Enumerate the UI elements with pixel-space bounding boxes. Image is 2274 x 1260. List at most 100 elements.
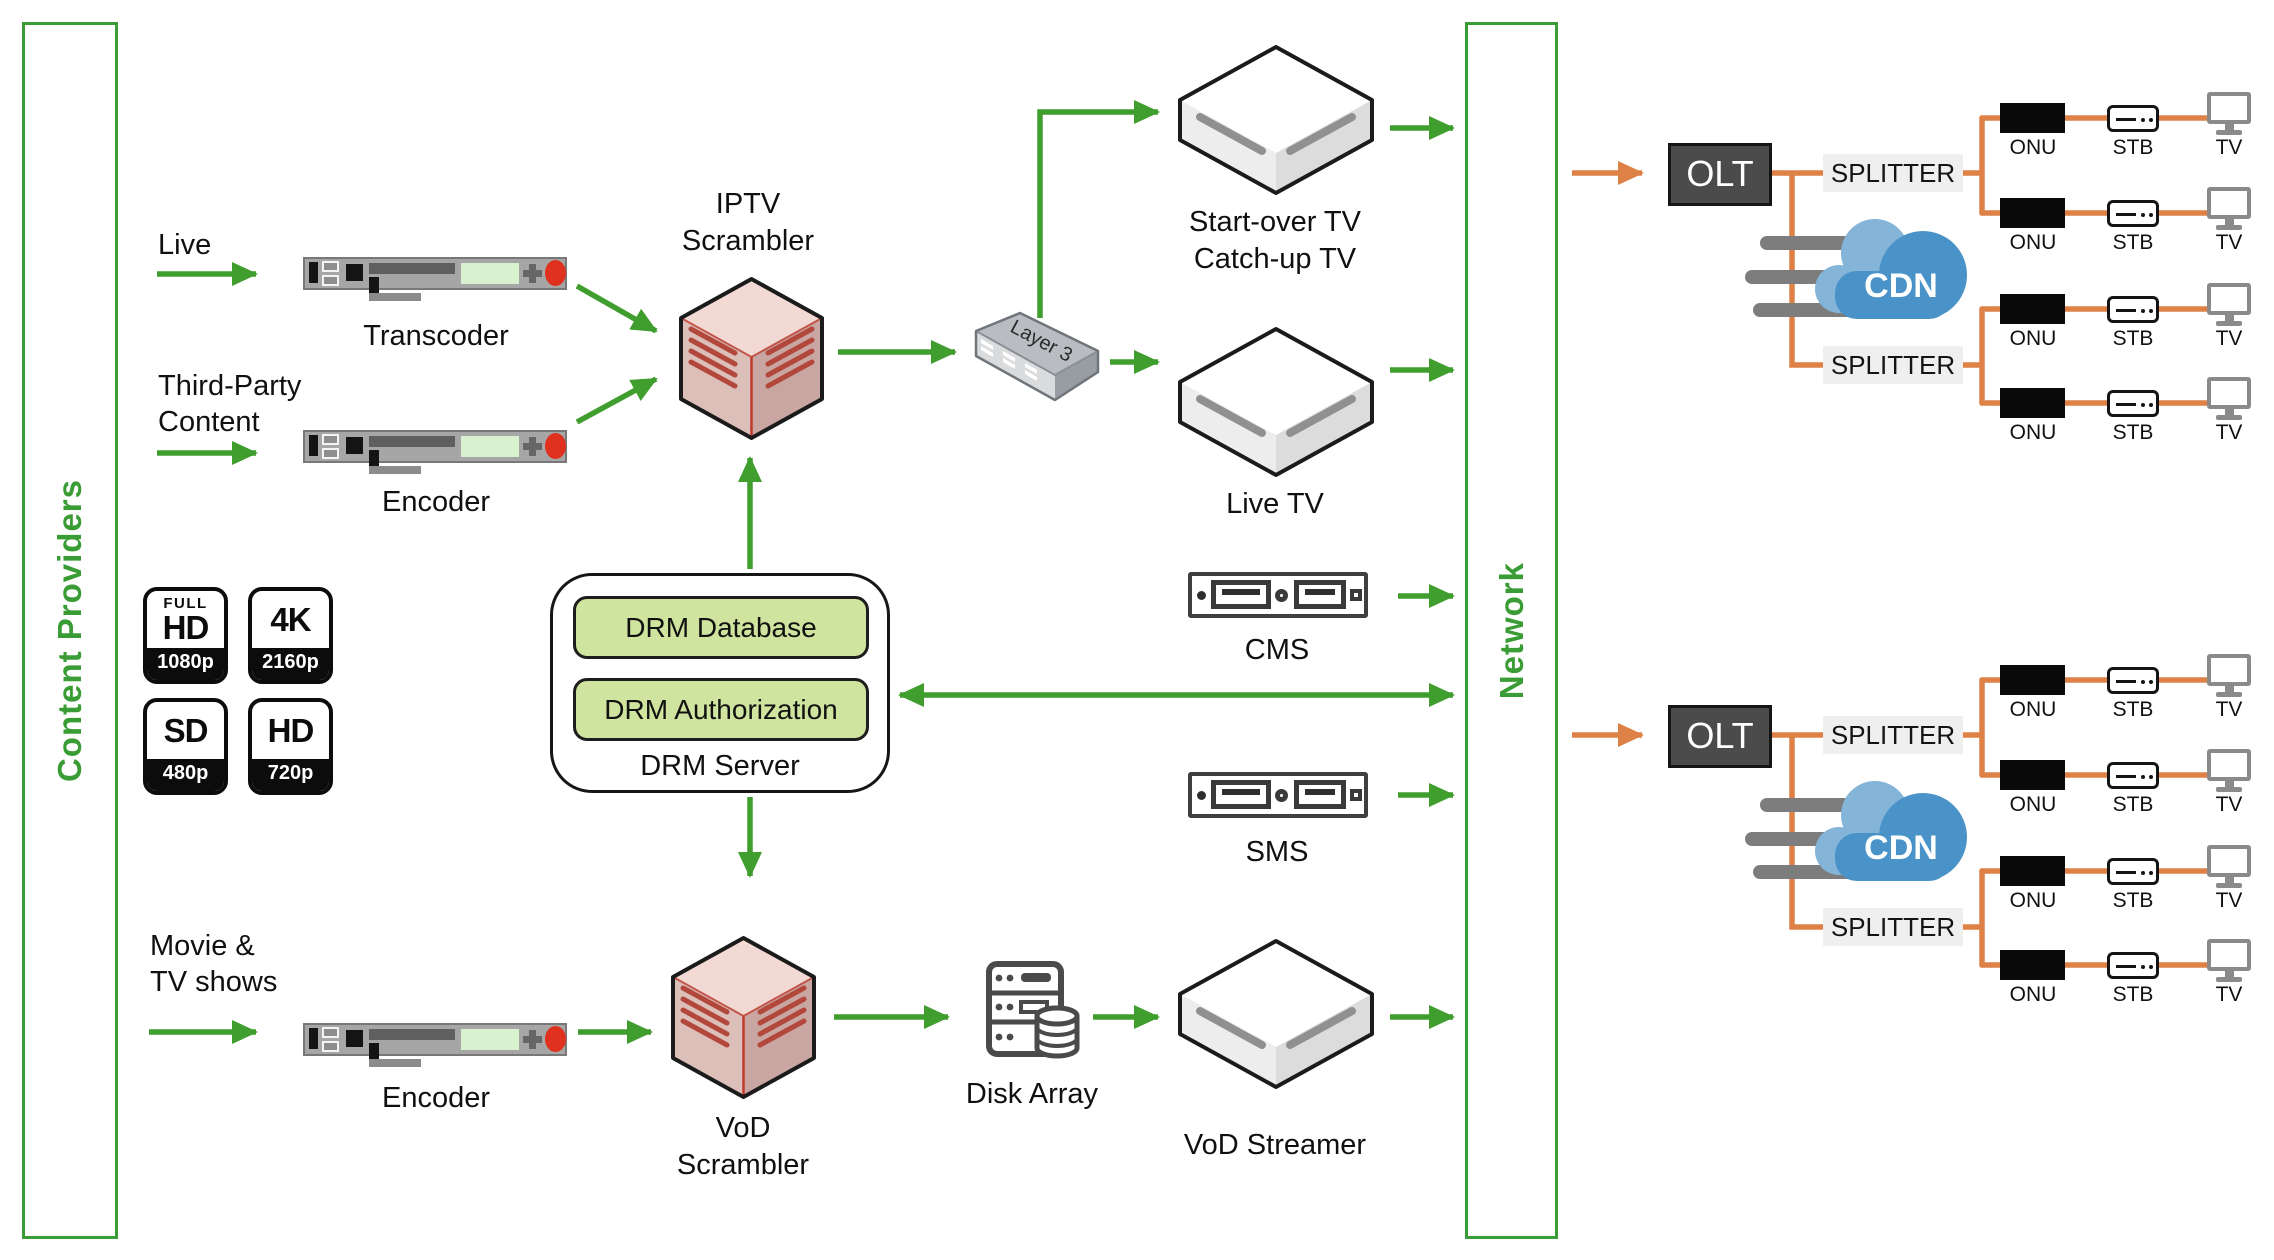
- third-party-label: Third-Party Content: [158, 368, 408, 440]
- disk-array-label: Disk Array: [965, 1078, 1099, 1110]
- transcoder-device: [303, 257, 567, 301]
- vod-scrambler-label: VoD Scrambler: [623, 1110, 863, 1184]
- subscriber-chain: ONU STB TV: [1993, 834, 2263, 912]
- onu-box: [2000, 665, 2065, 695]
- drm-authorization: DRM Authorization: [573, 678, 869, 741]
- iptv-scrambler-cube-icon: [679, 277, 824, 440]
- subscriber-chain: ONU STB TV: [1993, 272, 2263, 350]
- onu-label: ONU: [2009, 327, 2057, 350]
- onu-box: [2000, 760, 2065, 790]
- subscriber-chain: ONU STB TV: [1993, 928, 2263, 1006]
- tv-icon: [2205, 92, 2253, 135]
- subscriber-chain: ONU STB TV: [1993, 81, 2263, 159]
- stb-label: STB: [2112, 698, 2154, 721]
- cms-device: [1188, 572, 1368, 618]
- network-rail: Network: [1465, 22, 1558, 1239]
- stb-icon: [2107, 952, 2159, 979]
- movie-tv-line1: Movie &: [150, 930, 255, 962]
- iptv-scrambler-label: IPTV Scrambler: [628, 186, 868, 260]
- stb-icon: [2107, 858, 2159, 885]
- vod-scrambler-line2: Scrambler: [676, 1149, 810, 1181]
- drm-database: DRM Database: [573, 596, 869, 659]
- movie-tv-line2: TV shows: [150, 966, 278, 998]
- iptv-scrambler-line1: IPTV: [715, 188, 781, 220]
- tv-label: TV: [2215, 889, 2243, 912]
- splitter-label: SPLITTER: [1823, 908, 1963, 946]
- cms-label: CMS: [1244, 634, 1310, 666]
- livetv-server-icon: [1178, 327, 1374, 477]
- movie-tv-label: Movie & TV shows: [150, 928, 400, 1000]
- encoder-label: Encoder: [381, 486, 490, 518]
- iptv-scrambler-line2: Scrambler: [681, 225, 815, 257]
- cdn-label: CDN: [1864, 829, 1938, 867]
- startover-server-icon: [1178, 45, 1374, 195]
- subscriber-chain: ONU STB TV: [1993, 366, 2263, 444]
- stb-label: STB: [2112, 889, 2154, 912]
- stb-icon: [2107, 762, 2159, 789]
- onu-label: ONU: [2009, 889, 2057, 912]
- sms-label: SMS: [1245, 836, 1309, 868]
- vod-streamer-icon: [1178, 939, 1374, 1089]
- badge-main-text: HD: [267, 712, 315, 749]
- layer3-switch-icon: Layer 3: [974, 311, 1100, 402]
- onu-label: ONU: [2009, 136, 2057, 159]
- livetv-label: Live TV: [1226, 488, 1324, 520]
- drm-server-box: DRM Database DRM Authorization DRM Serve…: [550, 573, 890, 793]
- onu-label: ONU: [2009, 698, 2057, 721]
- badge-4k: 4K 2160p: [248, 587, 333, 684]
- vod-scrambler-cube-icon: [671, 936, 816, 1099]
- stb-label: STB: [2112, 231, 2154, 254]
- stb-label: STB: [2112, 793, 2154, 816]
- onu-label: ONU: [2009, 983, 2057, 1006]
- stb-icon: [2107, 390, 2159, 417]
- badge-sd: SD 480p: [143, 698, 228, 795]
- badge-main-text: HD: [162, 608, 210, 646]
- badge-sub-text: 1080p: [147, 648, 224, 680]
- splitter-label: SPLITTER: [1823, 716, 1963, 754]
- cdn-label: CDN: [1864, 267, 1938, 305]
- stb-label: STB: [2112, 983, 2154, 1006]
- transcoder-label: Transcoder: [363, 320, 509, 352]
- onu-box: [2000, 388, 2065, 418]
- live-source-label: Live: [158, 229, 212, 261]
- network-label: Network: [1492, 561, 1530, 700]
- onu-box: [2000, 103, 2065, 133]
- stb-label: STB: [2112, 421, 2154, 444]
- olt-box: OLT: [1668, 143, 1772, 206]
- third-party-line1: Third-Party: [158, 370, 302, 402]
- vod-encoder-device: [303, 1023, 567, 1067]
- tv-label: TV: [2215, 983, 2243, 1006]
- subscriber-chain: ONU STB TV: [1993, 738, 2263, 816]
- content-providers-label: Content Providers: [51, 478, 88, 783]
- badge-sub-text: 480p: [147, 759, 224, 791]
- vod-encoder-label: Encoder: [381, 1082, 490, 1114]
- tv-icon: [2205, 749, 2253, 792]
- tv-label: TV: [2215, 231, 2243, 254]
- onu-label: ONU: [2009, 793, 2057, 816]
- tv-label: TV: [2215, 136, 2243, 159]
- badge-main-text: 4K: [270, 601, 311, 638]
- stb-icon: [2107, 296, 2159, 323]
- cdn-cloud-icon: CDN: [1815, 219, 1967, 319]
- tv-icon: [2205, 283, 2253, 326]
- stb-icon: [2107, 200, 2159, 227]
- splitter-label: SPLITTER: [1823, 154, 1963, 192]
- startover-line2: Catch-up TV: [1193, 243, 1357, 275]
- onu-box: [2000, 198, 2065, 228]
- disk-array-icon: [986, 961, 1080, 1059]
- subscriber-chain: ONU STB TV: [1993, 176, 2263, 254]
- onu-box: [2000, 856, 2065, 886]
- tv-icon: [2205, 845, 2253, 888]
- badge-top-text: FULL: [163, 594, 208, 612]
- encoder-device: [303, 430, 567, 474]
- badge-sub-text: 720p: [252, 759, 329, 791]
- drm-server-label: DRM Server: [640, 750, 800, 782]
- splitter-label: SPLITTER: [1823, 346, 1963, 384]
- tv-label: TV: [2215, 793, 2243, 816]
- onu-box: [2000, 294, 2065, 324]
- cdn-cloud-icon: CDN: [1815, 781, 1967, 881]
- tv-label: TV: [2215, 421, 2243, 444]
- content-providers-rail: Content Providers: [22, 22, 118, 1239]
